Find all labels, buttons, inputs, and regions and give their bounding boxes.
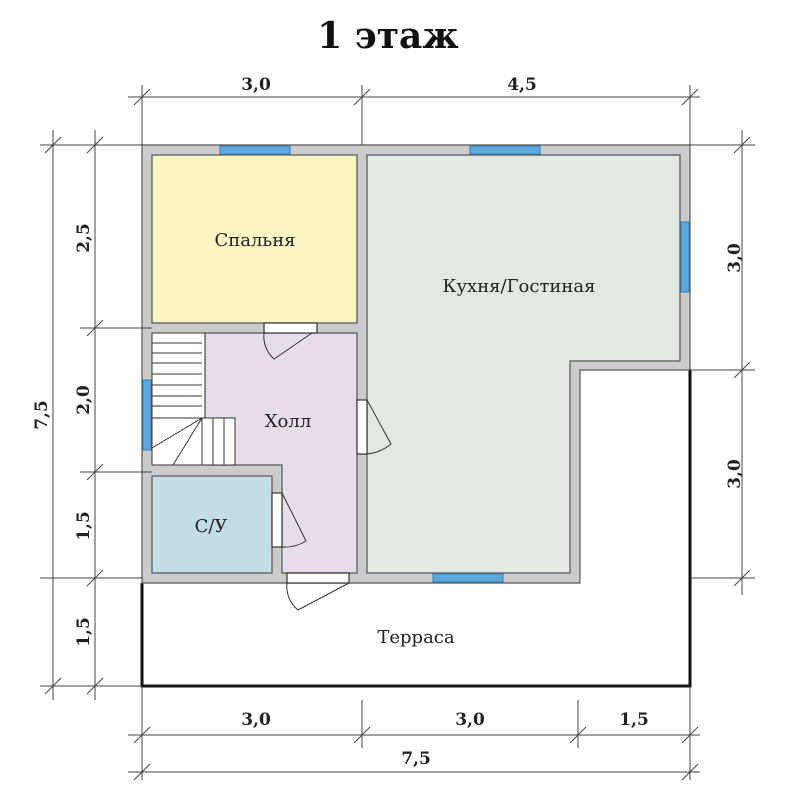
dim-left-4: 1,5	[74, 617, 94, 647]
door-entrance	[286, 572, 350, 611]
dim-bottom-1: 3,0	[241, 710, 271, 730]
bathroom-label: С/У	[195, 516, 228, 537]
dim-top-1: 3,0	[241, 75, 271, 95]
window	[142, 379, 152, 451]
window	[219, 145, 291, 155]
dim-bottom-2: 3,0	[455, 710, 485, 730]
dim-left-3: 1,5	[74, 511, 94, 541]
window	[432, 573, 504, 583]
dim-right-1: 3,0	[725, 243, 745, 273]
bedroom	[151, 154, 358, 324]
window	[680, 221, 690, 293]
terrace-label: Терраса	[377, 627, 455, 648]
plan-title: 1 этаж	[317, 15, 459, 57]
dim-top-2: 4,5	[507, 75, 537, 95]
kitchen-label: Кухня/Гостиная	[443, 276, 596, 297]
door-kitchen	[356, 399, 392, 455]
dimension-lines	[40, 85, 755, 781]
dim-left-2: 2,0	[74, 385, 94, 415]
door-bedroom	[263, 322, 318, 360]
bedroom-label: Спальня	[214, 230, 295, 251]
dim-left-1: 2,5	[74, 223, 94, 253]
hall-label: Холл	[265, 411, 312, 432]
window	[469, 145, 541, 155]
dim-right-2: 3,0	[725, 459, 745, 489]
dim-bottom-total: 7,5	[401, 749, 431, 769]
staircase	[151, 332, 236, 466]
dim-bottom-3: 1,5	[619, 710, 649, 730]
door-bathroom	[271, 492, 307, 548]
kitchen-living-room	[366, 154, 681, 574]
dim-left-total: 7,5	[32, 400, 52, 430]
